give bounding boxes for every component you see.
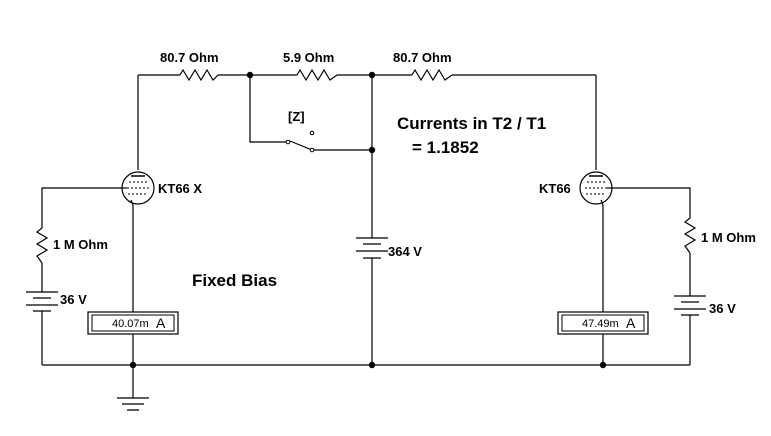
ammeter-left-unit: A (156, 315, 166, 331)
tube-right-label: KT66 (539, 181, 571, 196)
ratio-title: Currents in T2 / T1 (397, 114, 546, 133)
resistor-right-top-label: 80.7 Ohm (393, 50, 452, 65)
resistor-mid-top-label: 5.9 Ohm (283, 50, 334, 65)
battery-right-bias-label: 36 V (709, 301, 736, 316)
resistor-left-grid: 1 M Ohm (35, 227, 108, 264)
resistor-left-top: 80.7 Ohm (160, 50, 219, 82)
ammeter-left: 40.07m A (87, 311, 179, 335)
resistor-left-grid-label: 1 M Ohm (53, 237, 108, 252)
resistor-right-top: 80.7 Ohm (393, 50, 453, 82)
battery-supply: 364 V (356, 237, 422, 259)
resistor-right-grid-label: 1 M Ohm (701, 230, 756, 245)
ammeter-left-value: 40.07m (112, 318, 149, 330)
tube-left-label: KT66 X (158, 181, 202, 196)
battery-left-bias: 36 V (26, 291, 87, 312)
battery-supply-label: 364 V (388, 244, 422, 259)
ammeter-right-value: 47.49m (582, 318, 619, 330)
resistor-mid-top: 5.9 Ohm (283, 50, 338, 82)
ammeter-right-unit: A (626, 315, 636, 331)
switch[interactable]: [Z] (285, 109, 315, 153)
resistor-right-grid: 1 M Ohm (683, 217, 756, 254)
ratio-value: = 1.1852 (412, 138, 479, 157)
ground-icon (117, 397, 149, 411)
switch-key-label: [Z] (288, 109, 305, 124)
battery-right-bias: 36 V (674, 295, 736, 316)
battery-left-bias-label: 36 V (60, 292, 87, 307)
junction-dots (129, 71, 607, 369)
tube-right: KT66 (539, 171, 613, 206)
ammeter-right: 47.49m A (557, 311, 649, 335)
resistor-left-top-label: 80.7 Ohm (160, 50, 219, 65)
mode-label: Fixed Bias (192, 271, 277, 290)
tube-left: KT66 X (121, 171, 202, 206)
top-rail-wires (41, 74, 691, 398)
